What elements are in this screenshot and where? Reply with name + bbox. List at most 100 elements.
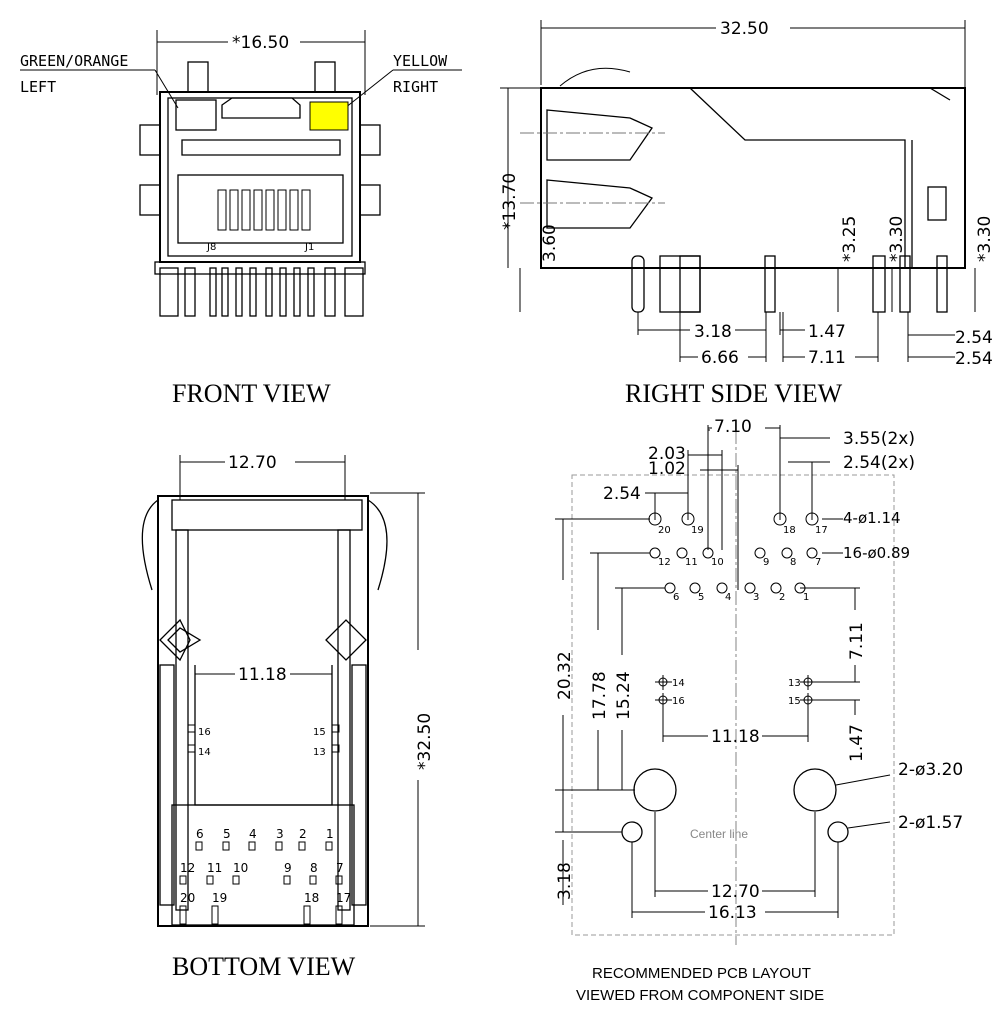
bottom-pin-label: 2: [299, 827, 307, 841]
pcb-3-55-dim: 3.55(2x): [843, 429, 915, 449]
bottom-pin-pad: [325, 841, 333, 851]
bottom-pin-label: 18: [304, 891, 319, 905]
bottom-pin-pad: [232, 875, 240, 885]
side-1-47-dim: 1.47: [808, 322, 846, 342]
pcb-hole-16: 16-ø0.89: [843, 544, 910, 562]
pcb-11-18-dim: 11.18: [711, 727, 760, 747]
bottom-pin-label: 12: [180, 861, 195, 875]
pcb-pin-label: 8: [790, 557, 796, 568]
pcb-hole: [781, 547, 793, 559]
pcb-hole: [805, 512, 819, 526]
pcb-hole: [716, 582, 728, 594]
bottom-pin-pad: [206, 875, 214, 885]
bottom-pin-pad: [275, 841, 283, 851]
bottom-pin-label: 3: [276, 827, 284, 841]
pin-j8: J8: [206, 242, 216, 253]
side-3-25-dim: *3.25: [840, 216, 860, 262]
pcb-3-18-dim: 3.18: [555, 862, 575, 900]
pcb-pin-label: 11: [685, 557, 698, 568]
bottom-pin-label: 6: [196, 827, 204, 841]
bottom-pin-pad: [303, 905, 311, 925]
pcb-pin-label: 1: [803, 592, 809, 603]
led-left-label: GREEN/ORANGE: [20, 52, 128, 70]
pcb-pin-label: 18: [783, 525, 796, 536]
pcb-pin-label: 19: [691, 525, 704, 536]
side-length-dim: 32.50: [720, 19, 769, 39]
bottom-pin-label: 8: [310, 861, 318, 875]
side-3-30a-dim: *3.30: [887, 216, 907, 262]
pcb-pin-15: 15: [788, 696, 801, 707]
side-2-54b-dim: 2.54: [955, 349, 993, 369]
pcb-hole: [689, 582, 701, 594]
bottom-pin-label: 11: [207, 861, 222, 875]
side-2-54a-dim: 2.54: [955, 328, 993, 348]
pcb-hole: [754, 547, 766, 559]
pcb-17-78-dim: 17.78: [590, 671, 610, 720]
bottom-pin-pad: [179, 905, 187, 925]
pin-j1: J1: [304, 242, 314, 253]
pcb-1-02-dim: 1.02: [648, 459, 686, 479]
pcb-pin-label: 3: [753, 592, 759, 603]
pcb-pin-label: 12: [658, 557, 671, 568]
side-height-dim: *13.70: [500, 173, 520, 230]
bottom-pin-label: 7: [336, 861, 344, 875]
pcb-pin-label: 4: [725, 592, 731, 603]
bottom-pin-pad: [248, 841, 256, 851]
pcb-hole: [773, 512, 787, 526]
pcb-pin-label: 6: [673, 592, 679, 603]
pcb-pin-label: 5: [698, 592, 704, 603]
side-3-60-dim: 3.60: [540, 224, 560, 262]
bottom-pin-label: 10: [233, 861, 248, 875]
bottom-pin-pad: [211, 905, 219, 925]
bottom-view-title: BOTTOM VIEW: [172, 952, 356, 981]
bottom-pin-pad: [179, 875, 187, 885]
pcb-hole: [744, 582, 756, 594]
bottom-pin-pad: [335, 875, 343, 885]
bottom-pin-label: 20: [180, 891, 195, 905]
bottom-pin-16: 16: [198, 727, 211, 738]
pcb-7-11-dim: 7.11: [847, 622, 867, 660]
bottom-pin-14: 14: [198, 747, 211, 758]
pcb-7-10-dim: 7.10: [714, 417, 752, 437]
pcb-pin-13: 13: [788, 678, 801, 689]
side-view-title: RIGHT SIDE VIEW: [625, 379, 843, 408]
right-side-view: 32.50 *13.70 3.60 *3.25 *3.30 *3.30 3.18…: [500, 19, 995, 408]
bottom-12-70-dim: 12.70: [228, 453, 277, 473]
front-width-dim: *16.50: [232, 33, 289, 53]
pcb-hole: [702, 547, 714, 559]
pcb-pin-label: 9: [763, 557, 769, 568]
pcb-12-70-dim: 12.70: [711, 882, 760, 902]
pcb-2-54-2x-dim: 2.54(2x): [843, 453, 915, 473]
bottom-pin-label: 5: [223, 827, 231, 841]
bottom-pin-label: 19: [212, 891, 227, 905]
pcb-layout: Center line 7.10 3.55(2x) 2.03 1.02 2.54…: [555, 417, 963, 1004]
pcb-pin-label: 10: [711, 557, 724, 568]
led-right-side: RIGHT: [393, 78, 438, 96]
pcb-hole: [676, 547, 688, 559]
center-line-label: Center line: [690, 827, 748, 841]
pcb-20-32-dim: 20.32: [555, 651, 575, 700]
yellow-led: [309, 101, 349, 131]
pcb-hole-2b: 2-ø1.57: [898, 813, 963, 833]
bottom-pin-pad: [335, 905, 343, 925]
pcb-hole: [770, 582, 782, 594]
bottom-pin-label: 1: [326, 827, 334, 841]
led-right-label: YELLOW: [393, 52, 448, 70]
side-6-66-dim: 6.66: [701, 348, 739, 368]
bottom-pin-pad: [298, 841, 306, 851]
pcb-2-54-dim: 2.54: [603, 484, 641, 504]
side-3-30b-dim: *3.30: [975, 216, 995, 262]
pcb-title-line1: RECOMMENDED PCB LAYOUT: [592, 965, 811, 982]
pcb-hole-2a: 2-ø3.20: [898, 760, 963, 780]
pcb-pin-16: 16: [672, 696, 685, 707]
pcb-pin-label: 17: [815, 525, 828, 536]
bottom-pin-13: 13: [313, 747, 326, 758]
bottom-pin-pad: [309, 875, 317, 885]
pcb-pin-label: 2: [779, 592, 785, 603]
bottom-pin-pad: [222, 841, 230, 851]
bottom-pin-label: 17: [336, 891, 351, 905]
bottom-pin-label: 9: [284, 861, 292, 875]
pcb-hole: [681, 512, 695, 526]
